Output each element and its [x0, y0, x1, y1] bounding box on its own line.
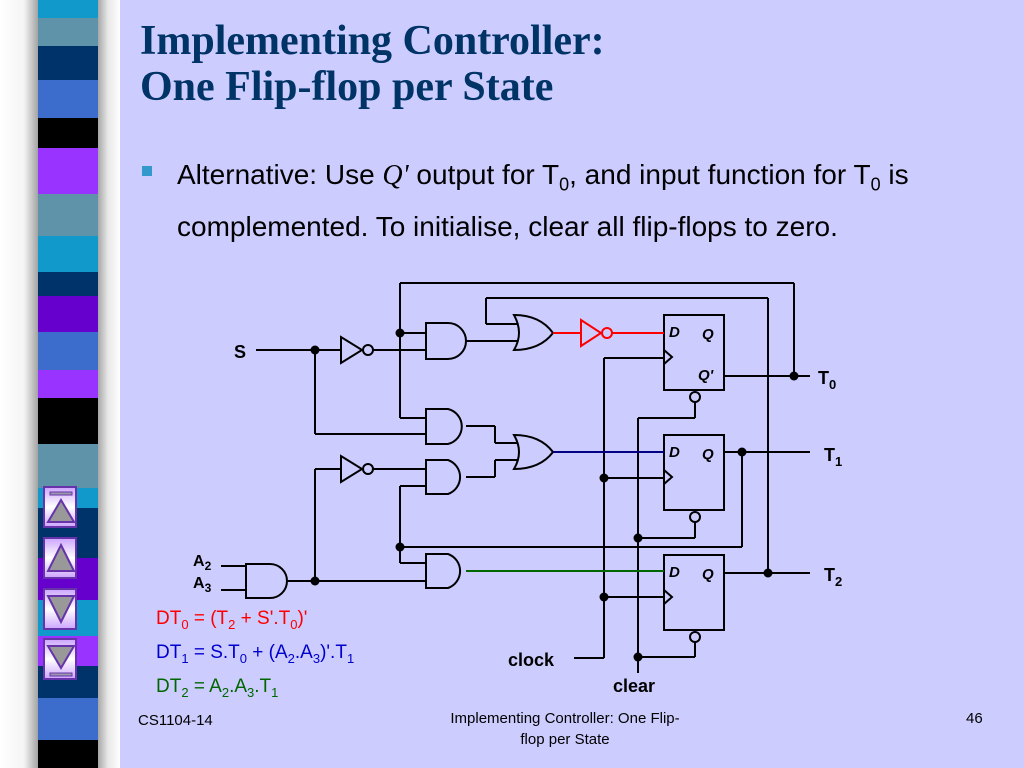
ff2-q-label: Q	[702, 566, 714, 583]
slide-title-line2: One Flip-flop per State	[140, 64, 554, 110]
and-gate-s-not-t0	[425, 322, 467, 360]
left-decorative-sidebar	[0, 0, 120, 768]
ff1-q-label: Q	[702, 446, 714, 463]
label-t0: T0	[818, 368, 836, 392]
slide-title-line1: Implementing Controller:	[140, 18, 605, 64]
previous-slide-button[interactable]	[43, 537, 77, 579]
label-clock: clock	[508, 650, 555, 670]
equation-dt2: DT2 = A2.A3.T1	[156, 676, 279, 700]
label-a2: A2	[193, 553, 212, 573]
label-a3: A3	[193, 575, 212, 595]
footer-course-code: CS1104-14	[138, 712, 213, 729]
first-slide-button[interactable]	[43, 486, 77, 528]
label-t1: T1	[824, 445, 842, 469]
ff2-d-label: D	[669, 564, 680, 581]
flipflop-t1	[663, 434, 725, 511]
slide-title: Implementing Controller: One Flip-flop p…	[140, 18, 605, 110]
inverter-a2a3	[340, 454, 364, 484]
last-slide-button[interactable]	[43, 638, 77, 680]
skip-to-start-icon	[46, 491, 76, 523]
flipflop-t0	[663, 314, 725, 391]
q-prime-text: Q'	[382, 160, 409, 191]
equation-dt0: DT0 = (T2 + S'.T0)'	[156, 608, 308, 632]
ff0-q-label: Q	[702, 326, 714, 343]
equation-dt1: DT1 = S.T0 + (A2.A3)'.T1	[156, 642, 355, 666]
inverter-s	[340, 335, 364, 365]
label-s: S	[234, 342, 246, 362]
skip-to-end-icon	[46, 645, 76, 677]
label-clear: clear	[613, 676, 655, 696]
inverter-s-bubble	[362, 344, 374, 356]
and-gate-s-t0	[425, 408, 463, 445]
ff0-qprime-label: Q'	[698, 367, 714, 384]
next-slide-button[interactable]	[43, 588, 77, 630]
footer-slide-title: Implementing Controller: One Flip- flop …	[450, 710, 680, 748]
flipflop-t2	[663, 554, 725, 631]
bullet-marker	[142, 166, 152, 176]
color-stripe-strip	[38, 0, 98, 768]
or-gate-dt1	[512, 433, 555, 471]
inverter-dt0	[580, 318, 603, 348]
ff1-d-label: D	[669, 444, 680, 461]
bullet-text: Alternative: Use Q' output for T0, and i…	[177, 159, 909, 242]
label-t2: T2	[824, 565, 842, 589]
and-gate-a2a3-not-t1	[425, 459, 462, 495]
or-gate-dt0	[512, 313, 555, 352]
triangle-up-icon	[46, 542, 76, 572]
ff0-d-label: D	[669, 324, 680, 341]
triangle-down-icon	[46, 595, 76, 625]
and-gate-dt2	[425, 553, 462, 589]
and-gate-a2a3	[245, 563, 288, 599]
footer-page-number: 46	[966, 710, 983, 727]
